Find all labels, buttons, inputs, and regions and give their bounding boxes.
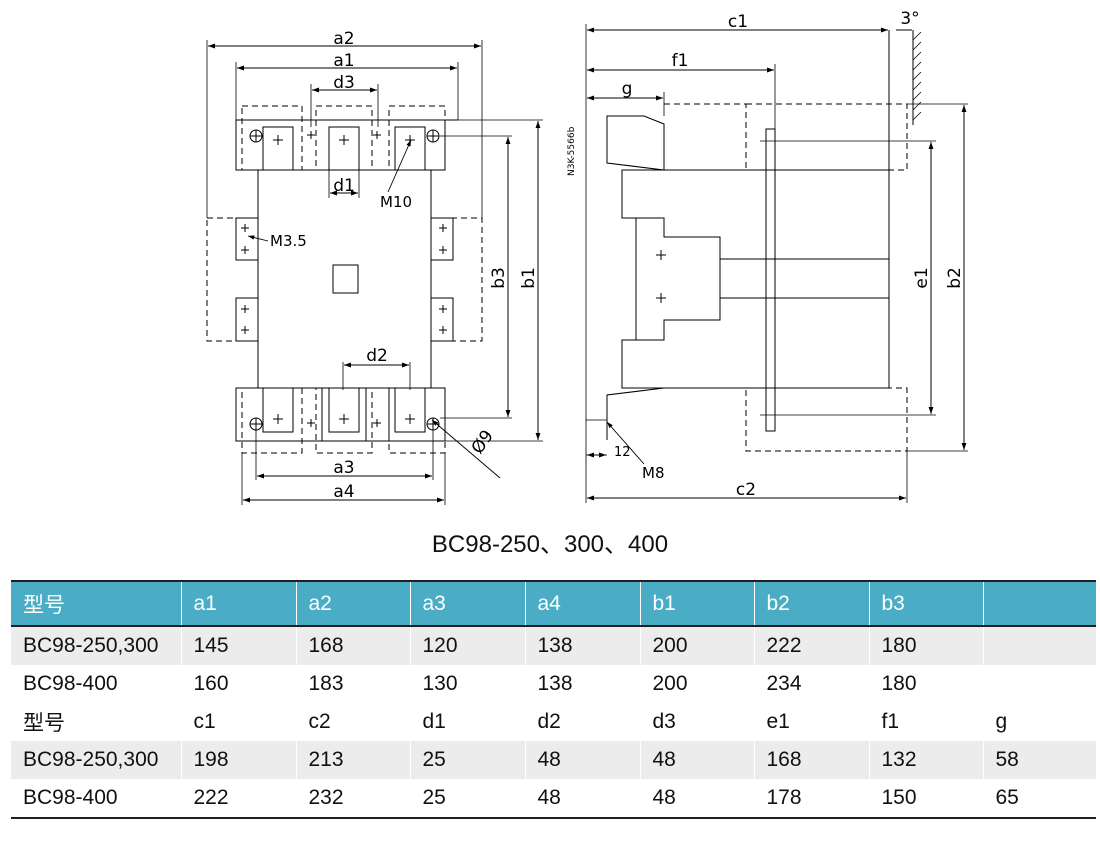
front-bottom-terminal-block (235, 387, 446, 442)
table-header-cell (983, 580, 1096, 627)
table-cell: 48 (525, 741, 641, 779)
label-phi9: Ø9 (468, 427, 498, 458)
table-cell: 25 (410, 779, 526, 819)
model-caption: BC98-250、300、400 (431, 531, 669, 558)
label-d1: d1 (333, 176, 355, 196)
table-cell: 48 (640, 741, 755, 779)
dimension-drawing: a2 a1 d3 d1 d2 a3 a4 b3 b1 M10 M3.5 Ø9 (206, 9, 968, 505)
table-cell: 160 (181, 665, 297, 703)
label-d3: d3 (333, 73, 355, 93)
table-cell: 48 (525, 779, 641, 819)
table-header-cell: b3 (869, 580, 984, 627)
label-b1: b1 (519, 267, 539, 289)
label-m3-5: M3.5 (270, 232, 307, 250)
table-cell: e1 (754, 703, 870, 741)
table-cell: g (983, 703, 1096, 741)
front-view (206, 40, 543, 505)
label-a1: a1 (333, 51, 354, 71)
side-view (585, 24, 968, 503)
table-cell: c2 (296, 703, 411, 741)
label-a3: a3 (333, 458, 354, 478)
table-cell: 120 (410, 626, 526, 665)
table-cell: 138 (525, 626, 641, 665)
table-cell: d1 (410, 703, 526, 741)
table-cell: 234 (754, 665, 870, 703)
table-cell: f1 (869, 703, 984, 741)
table-header-cell: 型号 (11, 580, 182, 627)
table-cell: 183 (296, 665, 411, 703)
label-b2: b2 (945, 267, 965, 289)
label-c2: c2 (736, 480, 756, 500)
table-cell: 25 (410, 741, 526, 779)
table-cell: d3 (640, 703, 755, 741)
table-cell: 232 (296, 779, 411, 819)
table-cell: 48 (640, 779, 755, 819)
label-g: g (622, 79, 633, 99)
table-cell: 222 (754, 626, 870, 665)
table-cell: 213 (296, 741, 411, 779)
label-f1: f1 (672, 51, 689, 71)
table-cell: 150 (869, 779, 984, 819)
table-cell: 132 (869, 741, 984, 779)
table-cell: 178 (754, 779, 870, 819)
table-header-cell: a2 (296, 580, 411, 627)
table-cell: BC98-250,300 (11, 626, 182, 665)
table-cell (983, 626, 1096, 665)
table-cell: c1 (181, 703, 297, 741)
table-cell: 138 (525, 665, 641, 703)
label-d2: d2 (366, 346, 388, 366)
label-3deg: 3° (900, 9, 919, 29)
table-cell: d2 (525, 703, 641, 741)
label-m10: M10 (380, 193, 412, 211)
table-header-cell: a4 (525, 580, 641, 627)
table-cell: 198 (181, 741, 297, 779)
table-cell: 168 (296, 626, 411, 665)
label-a2: a2 (333, 29, 354, 49)
table-cell: BC98-250,300 (11, 741, 182, 779)
table-cell: BC98-400 (11, 779, 182, 819)
table-cell: 145 (181, 626, 297, 665)
label-m8: M8 (642, 464, 665, 482)
table-cell: 130 (410, 665, 526, 703)
table-header-cell: b2 (754, 580, 870, 627)
table-header-cell: a3 (410, 580, 526, 627)
table-cell: 58 (983, 741, 1096, 779)
table-cell: 180 (869, 665, 984, 703)
table-cell: BC98-400 (11, 665, 182, 703)
table-cell: 65 (983, 779, 1096, 819)
label-c1: c1 (728, 12, 748, 32)
label-a4: a4 (333, 482, 354, 502)
table-cell (983, 665, 1096, 703)
label-b3: b3 (489, 267, 509, 289)
table-cell: 180 (869, 626, 984, 665)
label-e1: e1 (912, 267, 932, 288)
table-header-cell: a1 (181, 580, 297, 627)
table-cell: 222 (181, 779, 297, 819)
label-code: N3K-5566b (567, 126, 577, 176)
table-cell: 168 (754, 741, 870, 779)
table-header-cell: b1 (640, 580, 755, 627)
table-cell: 200 (640, 626, 755, 665)
label-12: 12 (614, 445, 631, 460)
table-cell: 型号 (11, 703, 182, 741)
table-cell: 200 (640, 665, 755, 703)
